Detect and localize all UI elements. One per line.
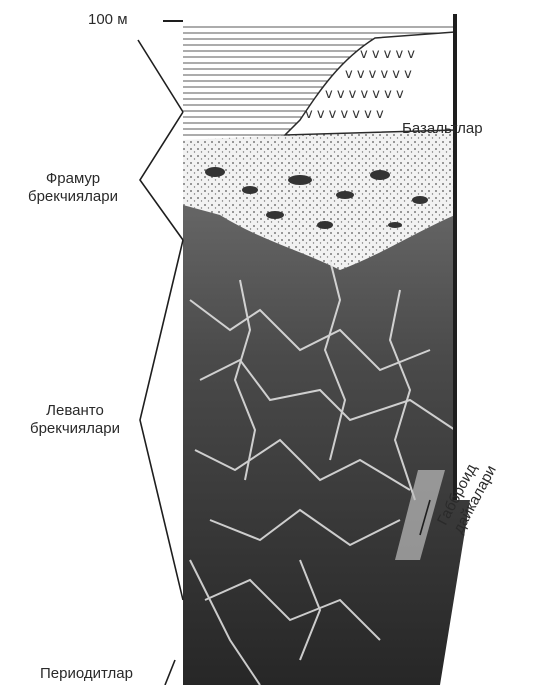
label-levanto-line1: Леванто [30, 402, 120, 420]
label-levanto-line2: брекчиялари [30, 420, 120, 438]
svg-text:v v v v v v v: v v v v v v v [305, 107, 384, 122]
label-framur-breccias: Фрамур брекчиялари [28, 170, 118, 206]
scale-label: 100 м [88, 11, 128, 29]
svg-text:v v v v v: v v v v v [360, 47, 415, 62]
svg-text:v v v v v v: v v v v v v [345, 67, 412, 82]
label-peridotites: Периодитлар [40, 665, 133, 683]
label-framur-line2: брекчиялари [28, 188, 118, 206]
svg-text:v v v v v v v: v v v v v v v [325, 87, 404, 102]
label-levanto-breccias: Леванто брекчиялари [30, 402, 120, 438]
label-framur-line1: Фрамур [28, 170, 118, 188]
label-basalts: Базальтлар [402, 120, 483, 138]
